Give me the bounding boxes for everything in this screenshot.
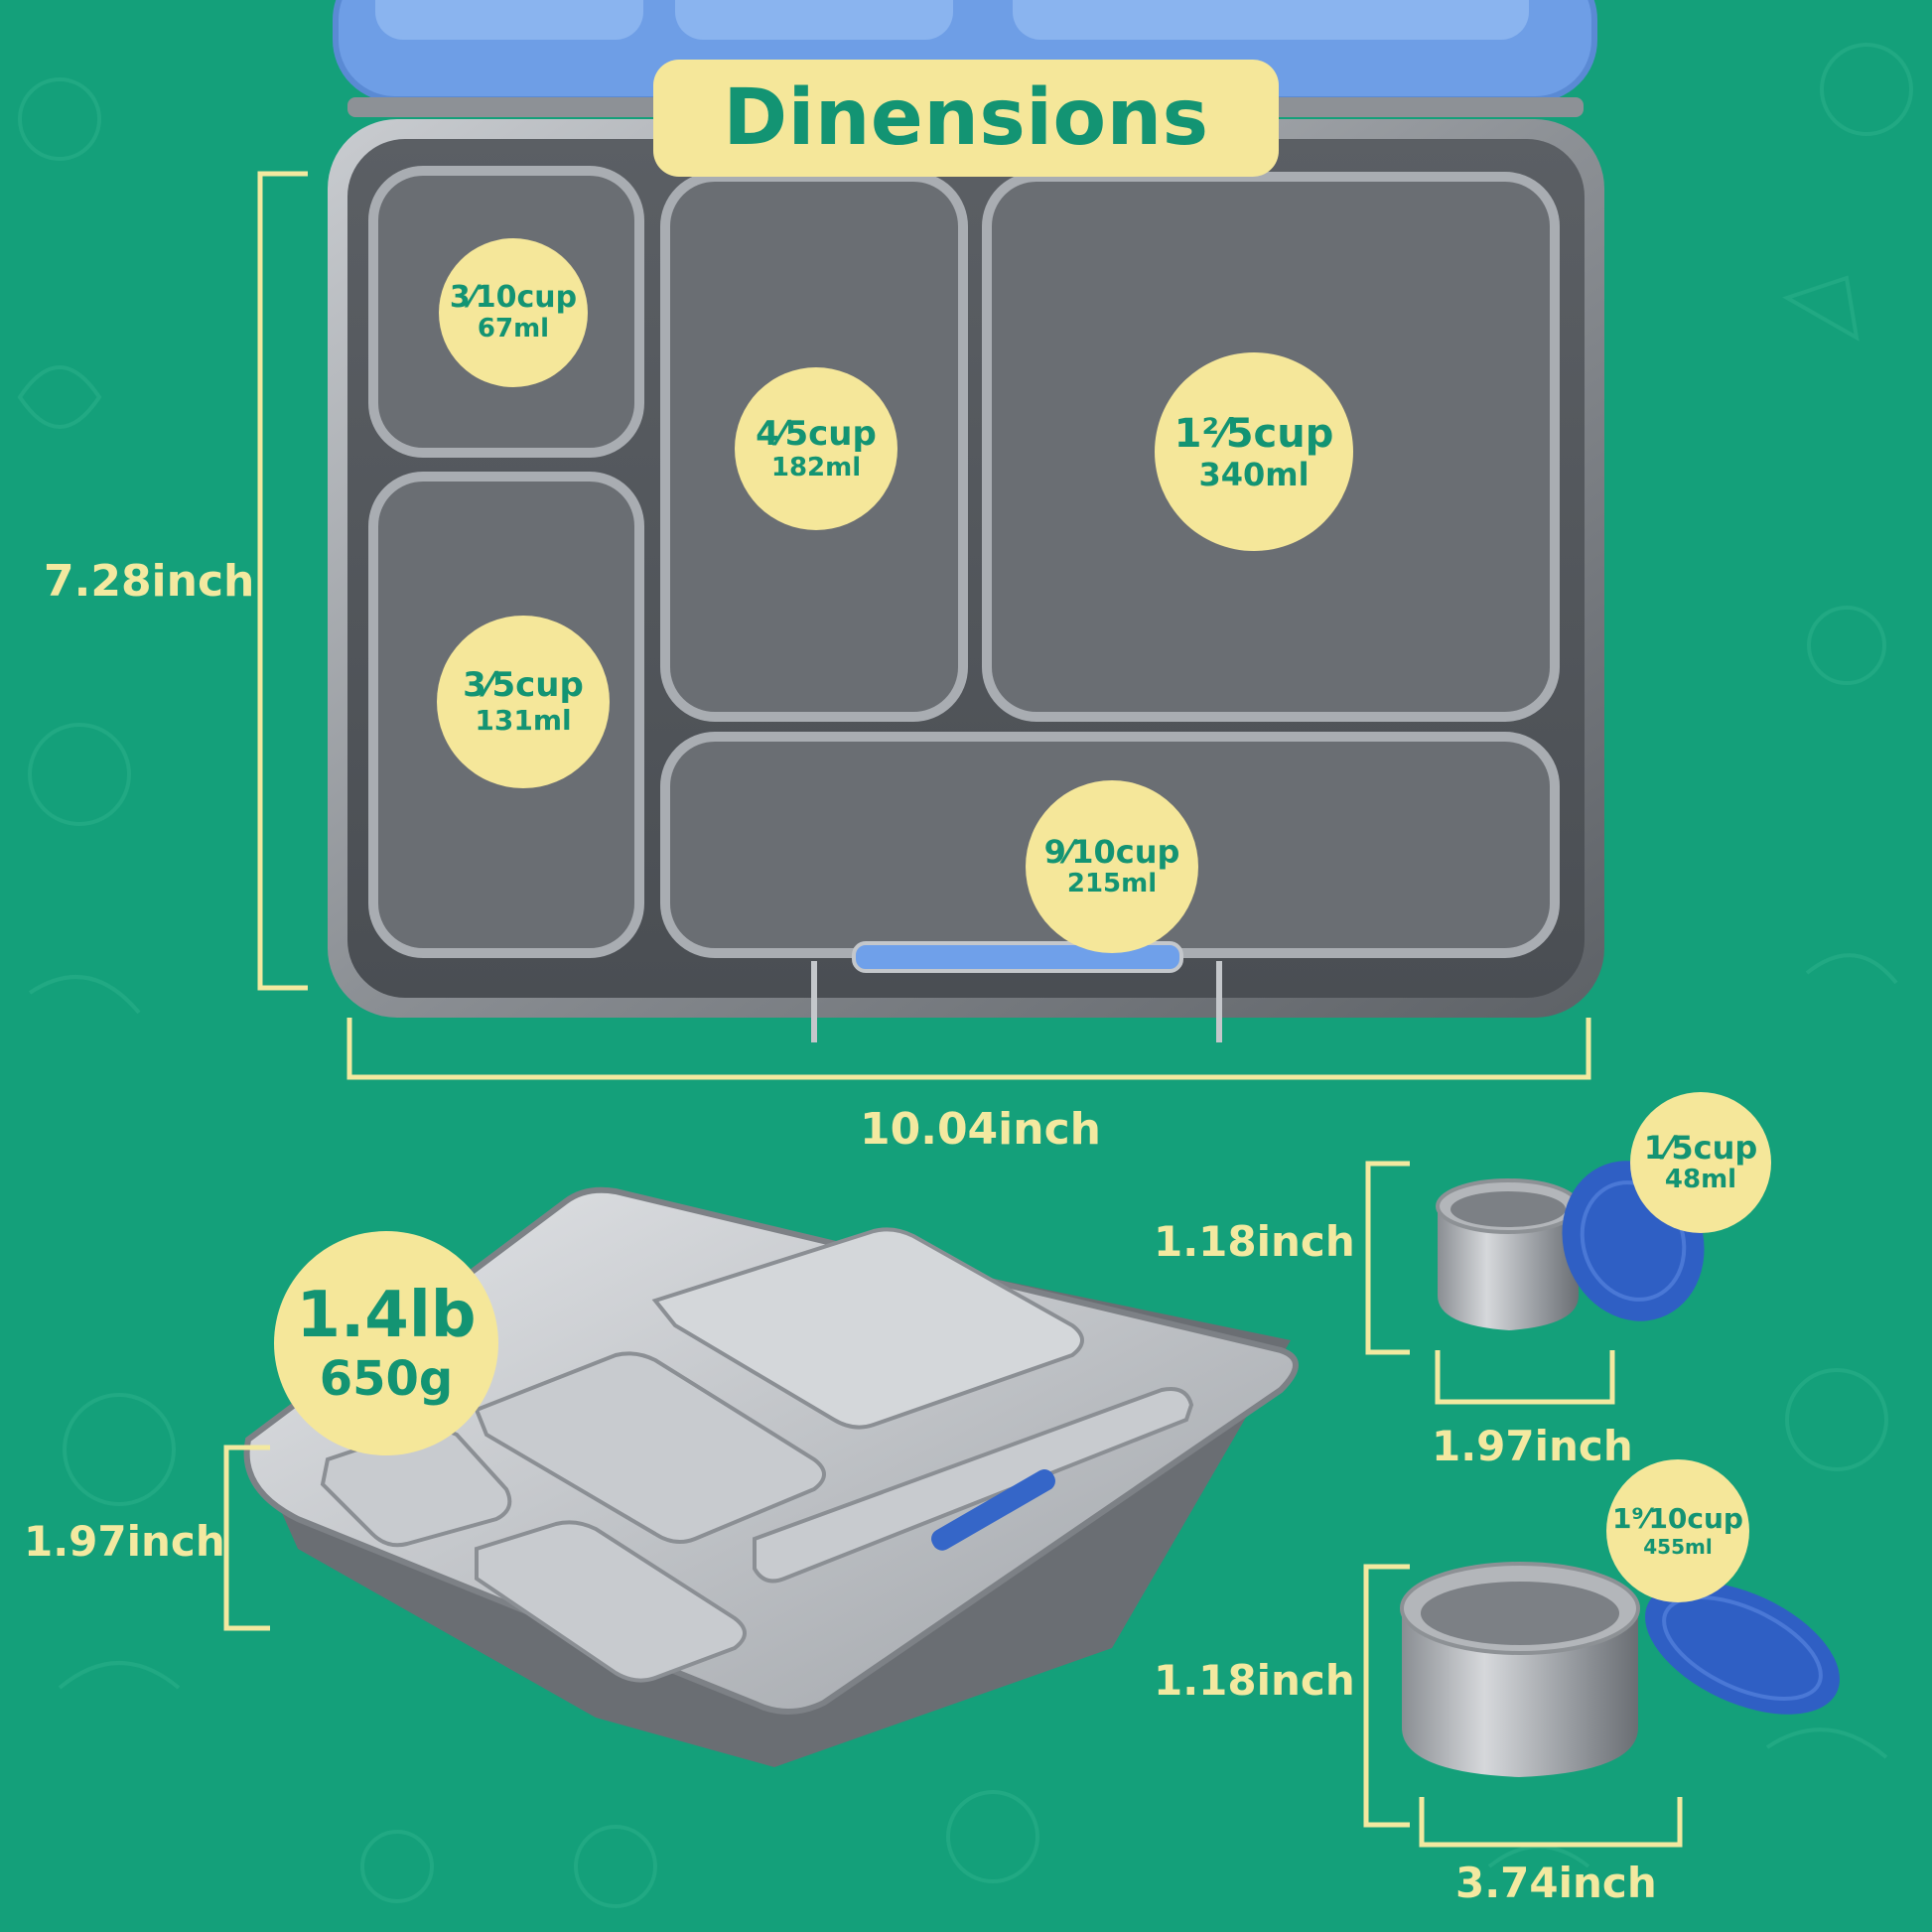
weight-badge: 1.4lb 650g — [274, 1231, 498, 1455]
capacity-ml: 182ml — [770, 452, 862, 483]
capacity-badge-bottom: 9⁄10cup 215ml — [1026, 780, 1198, 953]
capacity-cup: 9⁄10cup — [1043, 832, 1180, 871]
capacity-ml: 131ml — [475, 704, 572, 738]
capacity-cup: 3⁄5cup — [463, 665, 584, 706]
large-container-height-label: 1.18inch — [1154, 1656, 1355, 1705]
angled-bento-box — [243, 1186, 1299, 1767]
small-container-width-label: 1.97inch — [1432, 1422, 1633, 1470]
main-height-label: 7.28inch — [44, 556, 255, 607]
weight-lb: 1.4lb — [296, 1278, 477, 1352]
height-bracket — [257, 171, 308, 991]
large-container-width-label: 3.74inch — [1455, 1859, 1657, 1907]
capacity-ml: 215ml — [1066, 869, 1158, 899]
capacity-ml: 48ml — [1664, 1165, 1737, 1195]
capacity-ml: 340ml — [1198, 455, 1310, 493]
capacity-ml: 67ml — [477, 314, 550, 345]
capacity-cup: 1²⁄5cup — [1173, 410, 1334, 457]
capacity-ml: 455ml — [1643, 1534, 1713, 1559]
side-height-label: 1.97inch — [24, 1517, 225, 1566]
large-container — [1400, 1562, 1840, 1777]
small-height-bracket — [1365, 1161, 1410, 1355]
weight-g: 650g — [319, 1351, 454, 1408]
small-container — [1436, 1161, 1705, 1330]
width-bracket — [346, 1018, 1591, 1080]
small-width-bracket — [1435, 1350, 1615, 1405]
page-title: Dinensions — [653, 60, 1279, 177]
small-container-capacity-badge: 1⁄5cup 48ml — [1630, 1092, 1771, 1233]
large-width-bracket — [1419, 1797, 1683, 1848]
capacity-badge-large: 1²⁄5cup 340ml — [1155, 352, 1353, 551]
lid-top — [333, 0, 1597, 117]
capacity-badge-small-top: 3⁄10cup 67ml — [439, 238, 588, 387]
small-container-height-label: 1.18inch — [1154, 1217, 1355, 1266]
capacity-cup: 1⁄5cup — [1643, 1128, 1758, 1167]
capacity-cup: 3⁄10cup — [449, 279, 578, 315]
main-width-label: 10.04inch — [860, 1104, 1101, 1155]
capacity-badge-middle: 4⁄5cup 182ml — [735, 367, 897, 530]
capacity-cup: 1⁹⁄10cup — [1612, 1502, 1743, 1536]
large-container-capacity-badge: 1⁹⁄10cup 455ml — [1606, 1459, 1749, 1602]
side-height-bracket — [223, 1445, 270, 1631]
capacity-cup: 4⁄5cup — [756, 413, 877, 454]
capacity-badge-left-tall: 3⁄5cup 131ml — [437, 616, 610, 788]
large-height-bracket — [1363, 1564, 1410, 1828]
